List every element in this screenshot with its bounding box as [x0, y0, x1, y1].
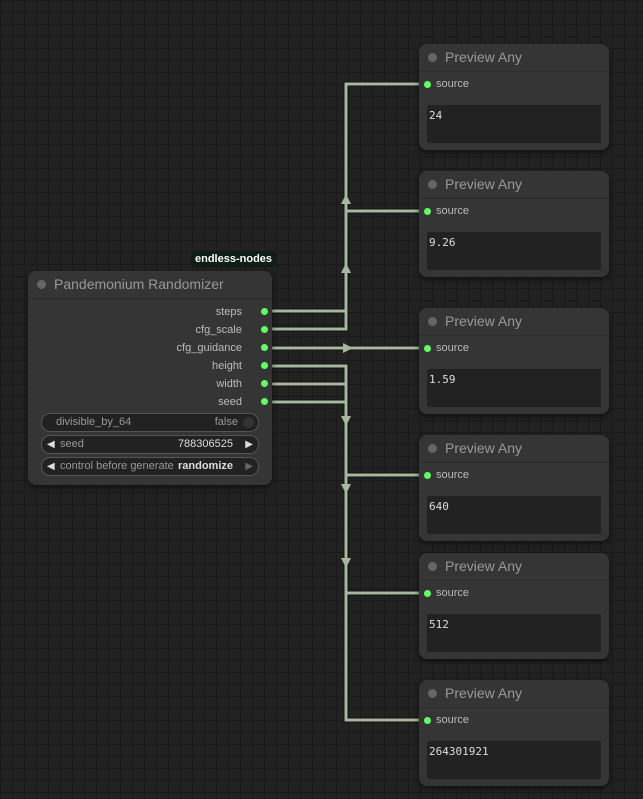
output-slot-seed[interactable]: [261, 398, 268, 405]
preview-output-text[interactable]: 512: [427, 614, 601, 652]
preview-output-text[interactable]: 264301921: [427, 741, 601, 779]
collapse-dot-icon[interactable]: [428, 53, 437, 62]
input-label: source: [436, 587, 470, 599]
control-before-generate-combo[interactable]: ◀ control before generate randomize ▶: [41, 457, 259, 476]
node-title-text: Preview Any: [445, 558, 523, 574]
widget-value: false: [214, 416, 238, 428]
input-slot-source[interactable]: [424, 345, 431, 352]
collapse-dot-icon[interactable]: [428, 317, 437, 326]
output-cfg-guidance: cfg_guidance: [176, 342, 242, 354]
input-slot-source[interactable]: [424, 590, 431, 597]
input-slot-source[interactable]: [424, 208, 431, 215]
collapse-dot-icon[interactable]: [428, 180, 437, 189]
output-slot-cfg-scale[interactable]: [261, 326, 268, 333]
node-title-text: Preview Any: [445, 176, 523, 192]
previous-arrow-icon[interactable]: ◀: [47, 461, 55, 472]
preview-output-text[interactable]: 640: [427, 496, 601, 534]
input-label: source: [436, 342, 470, 354]
collapse-dot-icon[interactable]: [37, 280, 46, 289]
arrow-icon: [341, 263, 351, 273]
input-label: source: [436, 469, 470, 481]
output-width: width: [216, 378, 242, 390]
output-height: height: [212, 360, 242, 372]
preview-any-node[interactable]: Preview Any source 640: [419, 435, 609, 541]
collapse-dot-icon[interactable]: [428, 689, 437, 698]
preview-any-node[interactable]: Preview Any source 264301921: [419, 680, 609, 786]
seed-number-widget[interactable]: ◀ seed 788306525 ▶: [41, 435, 259, 454]
input-slot-source[interactable]: [424, 472, 431, 479]
output-slot-width[interactable]: [261, 380, 268, 387]
output-cfg-scale: cfg_scale: [195, 324, 242, 336]
node-title[interactable]: Pandemonium Randomizer: [28, 271, 272, 299]
preview-any-node[interactable]: Preview Any source 1.59: [419, 308, 609, 414]
arrow-icon: [341, 416, 351, 426]
node-title-text: Preview Any: [445, 685, 523, 701]
input-label: source: [436, 78, 470, 90]
preview-any-node[interactable]: Preview Any source 512: [419, 553, 609, 659]
collapse-dot-icon[interactable]: [428, 444, 437, 453]
input-slot-source[interactable]: [424, 717, 431, 724]
widget-value: 788306525: [177, 438, 233, 450]
input-label: source: [436, 205, 470, 217]
output-seed: seed: [218, 396, 242, 408]
widget-label: control before generate: [60, 460, 174, 472]
node-title[interactable]: Preview Any: [419, 44, 609, 72]
node-title[interactable]: Preview Any: [419, 308, 609, 336]
preview-output-text[interactable]: 9.26: [427, 232, 601, 270]
widget-label: seed: [60, 438, 84, 450]
preview-any-node[interactable]: Preview Any source 9.26: [419, 171, 609, 277]
widget-value: randomize: [177, 460, 233, 472]
widget-label: divisible_by_64: [56, 416, 132, 428]
preview-any-node[interactable]: Preview Any source 24: [419, 44, 609, 150]
output-slot-height[interactable]: [261, 362, 268, 369]
node-title-text: Preview Any: [445, 440, 523, 456]
arrow-icon: [341, 194, 351, 204]
increment-arrow-icon[interactable]: ▶: [245, 439, 253, 450]
input-slot-source[interactable]: [424, 81, 431, 88]
node-title[interactable]: Preview Any: [419, 553, 609, 581]
toggle-knob-icon: [243, 417, 254, 428]
arrow-icon: [341, 484, 351, 494]
node-title-text: Preview Any: [445, 313, 523, 329]
node-title-text: Preview Any: [445, 49, 523, 65]
collapse-dot-icon[interactable]: [428, 562, 437, 571]
next-arrow-icon[interactable]: ▶: [245, 461, 253, 472]
source-badge: endless-nodes: [191, 251, 277, 267]
decrement-arrow-icon[interactable]: ◀: [47, 439, 55, 450]
preview-output-text[interactable]: 24: [427, 105, 601, 143]
node-title-text: Pandemonium Randomizer: [54, 276, 224, 292]
output-steps: steps: [215, 306, 242, 318]
pandemonium-randomizer-node[interactable]: Pandemonium Randomizer steps cfg_scale c…: [28, 271, 272, 485]
arrow-icon: [341, 558, 351, 568]
output-slot-steps[interactable]: [261, 308, 268, 315]
node-title[interactable]: Preview Any: [419, 680, 609, 708]
arrow-icon: [343, 343, 353, 353]
divisible-by-64-toggle[interactable]: divisible_by_64 false: [41, 413, 259, 432]
output-slot-cfg-guidance[interactable]: [261, 344, 268, 351]
preview-output-text[interactable]: 1.59: [427, 369, 601, 407]
node-title[interactable]: Preview Any: [419, 435, 609, 463]
input-label: source: [436, 714, 470, 726]
node-title[interactable]: Preview Any: [419, 171, 609, 199]
